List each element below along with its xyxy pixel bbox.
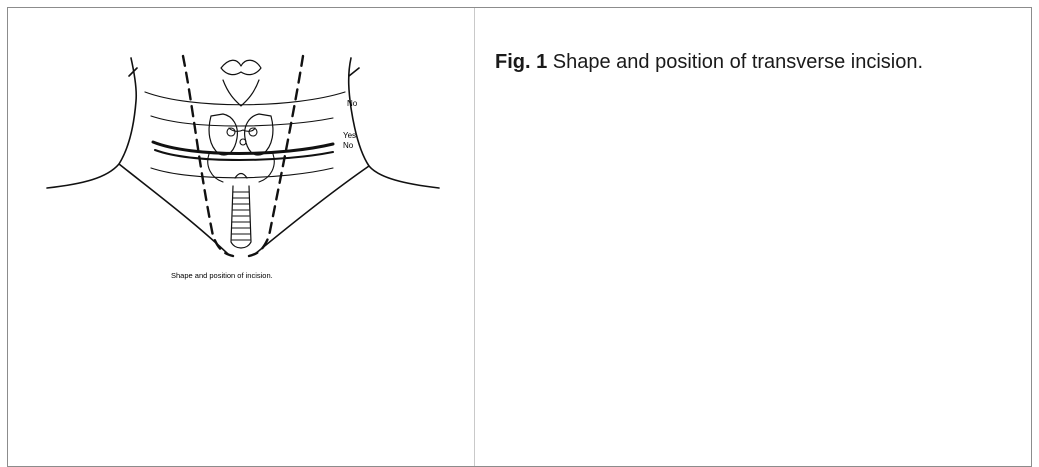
- figure-image-cell: No Yes No Shape and position of incision…: [8, 8, 475, 466]
- label-no-upper: No: [347, 99, 358, 108]
- incision-curve-3: [155, 150, 333, 160]
- caption-text: Shape and position of transverse incisio…: [547, 51, 923, 73]
- neck-incision-illustration: No Yes No Shape and position of incision…: [33, 46, 453, 306]
- label-yes: Yes: [343, 131, 356, 140]
- figure-caption: Fig. 1 Shape and position of transverse …: [495, 49, 923, 75]
- figure-panel: No Yes No Shape and position of incision…: [7, 7, 1032, 467]
- caption-cell: Fig. 1 Shape and position of transverse …: [475, 8, 1031, 466]
- incision-curve-yes: [153, 142, 333, 154]
- incision-curve-2: [151, 116, 333, 126]
- incision-curve-4: [151, 168, 333, 178]
- neck-outline-left: [47, 58, 136, 188]
- neck-outline-right: [349, 58, 439, 188]
- figure-subcaption: Shape and position of incision.: [171, 271, 273, 280]
- label-no-lower: No: [343, 141, 354, 150]
- caption-label: Fig. 1: [495, 51, 547, 73]
- dashed-line-right: [249, 56, 303, 256]
